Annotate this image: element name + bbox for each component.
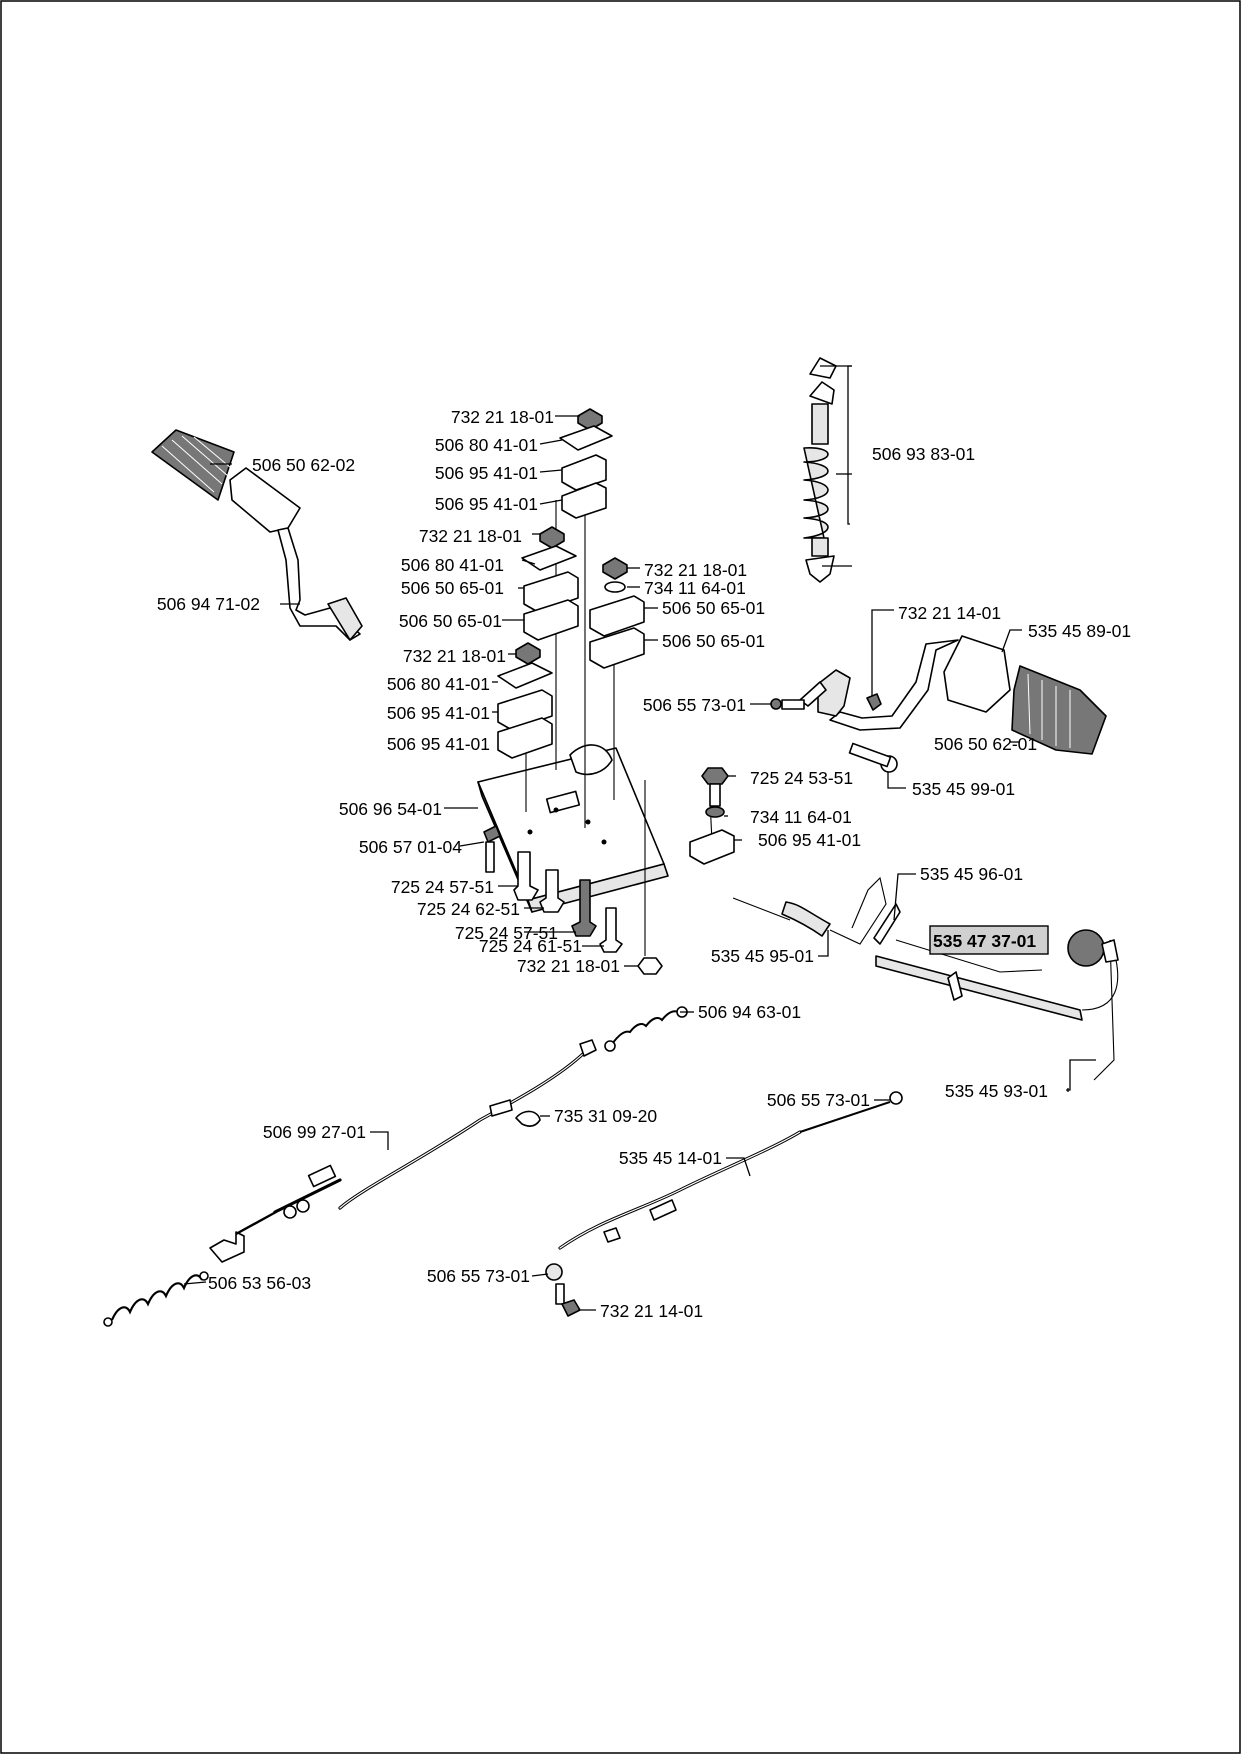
label-p23: 506 50 62-01 [934,734,1037,754]
label-p03: 506 95 41-01 [435,463,538,483]
label-p11: 734 11 64-01 [644,578,746,598]
label-p20: 506 55 73-01 [643,695,746,715]
label-p28: 506 57 01-04 [359,837,462,857]
label-p02: 506 80 41-01 [435,435,538,455]
label-p04: 506 95 41-01 [435,494,538,514]
label-p37: 732 21 18-01 [517,956,620,976]
control-rod [875,929,1119,1081]
clamp-stack-top [559,408,613,519]
label-p14: 506 50 65-01 [399,611,502,631]
part-number-labels: 732 21 18-01 506 80 41-01 506 95 41-01 5… [157,407,1131,1321]
label-p45: 506 53 56-03 [208,1273,311,1293]
label-p34: 535 47 37-01 [933,931,1036,951]
label-p44: 506 55 73-01 [427,1266,530,1286]
clip [515,1110,541,1127]
highlight-box [929,925,1049,955]
label-p32: 725 24 62-51 [417,899,520,919]
pedal-pad-left [151,429,235,501]
left-pedal-assembly [151,429,363,641]
pedal-cover-left [229,467,301,533]
label-p41: 735 31 09-20 [554,1106,657,1126]
pedal-bracket-left [327,597,363,641]
label-p18: 732 21 18-01 [403,646,506,666]
label-p38: 506 94 63-01 [698,1002,801,1022]
label-p29: 506 95 41-01 [758,830,861,850]
label-p08: 506 80 41-01 [401,555,504,575]
label-p06: 506 93 83-01 [872,444,975,464]
label-p24: 725 24 53-51 [750,768,853,788]
label-p31: 725 24 57-51 [391,877,494,897]
label-p19: 506 80 41-01 [387,674,490,694]
label-p13: 506 50 65-01 [662,598,765,618]
label-p33: 725 24 57-51 [455,923,558,943]
label-p35: 725 24 61-51 [479,936,582,956]
label-p46: 732 21 14-01 [600,1301,703,1321]
label-p26: 506 96 54-01 [339,799,442,819]
label-p36: 535 45 95-01 [711,946,814,966]
cable-right [545,1091,903,1317]
label-p27: 734 11 64-01 [750,807,852,827]
label-p43: 535 45 14-01 [619,1148,722,1168]
label-p25: 535 45 99-01 [912,779,1015,799]
right-pedal-assembly [799,635,1107,773]
label-p10: 732 21 18-01 [644,560,747,580]
spring-upper [604,1006,688,1052]
bolts-under-plate [483,825,663,975]
label-p17: 506 50 65-01 [662,631,765,651]
label-p42: 506 99 27-01 [263,1122,366,1142]
label-p39: 535 45 93-01 [945,1081,1048,1101]
knob-icon [1067,929,1105,967]
label-p22: 506 95 41-01 [387,734,490,754]
label-p40: 506 55 73-01 [767,1090,870,1110]
bolt-pedal-right [770,698,805,710]
label-p05: 506 50 62-02 [252,455,355,475]
shock-absorber [803,357,837,583]
spring-lower [103,1271,209,1327]
cable-left [209,1039,597,1263]
label-p16: 535 45 89-01 [1028,621,1131,641]
pedal-arm-left [277,527,361,641]
leader-lines [183,365,1096,1311]
right-bolt-stack [689,767,735,865]
clamp-stack-middle-right [589,557,645,669]
spring-linkage [732,876,1043,973]
label-p21: 506 95 41-01 [387,703,490,723]
clamp-stack-middle-left [521,526,579,641]
label-p01: 732 21 18-01 [451,407,554,427]
label-p30: 535 45 96-01 [920,864,1023,884]
clamp-stack-lower-left [497,642,553,759]
mounting-plate [477,744,669,913]
label-p15: 732 21 14-01 [898,603,1001,623]
label-p12: 506 94 71-02 [157,594,260,614]
label-p09: 506 50 65-01 [401,578,504,598]
label-p07: 732 21 18-01 [419,526,522,546]
